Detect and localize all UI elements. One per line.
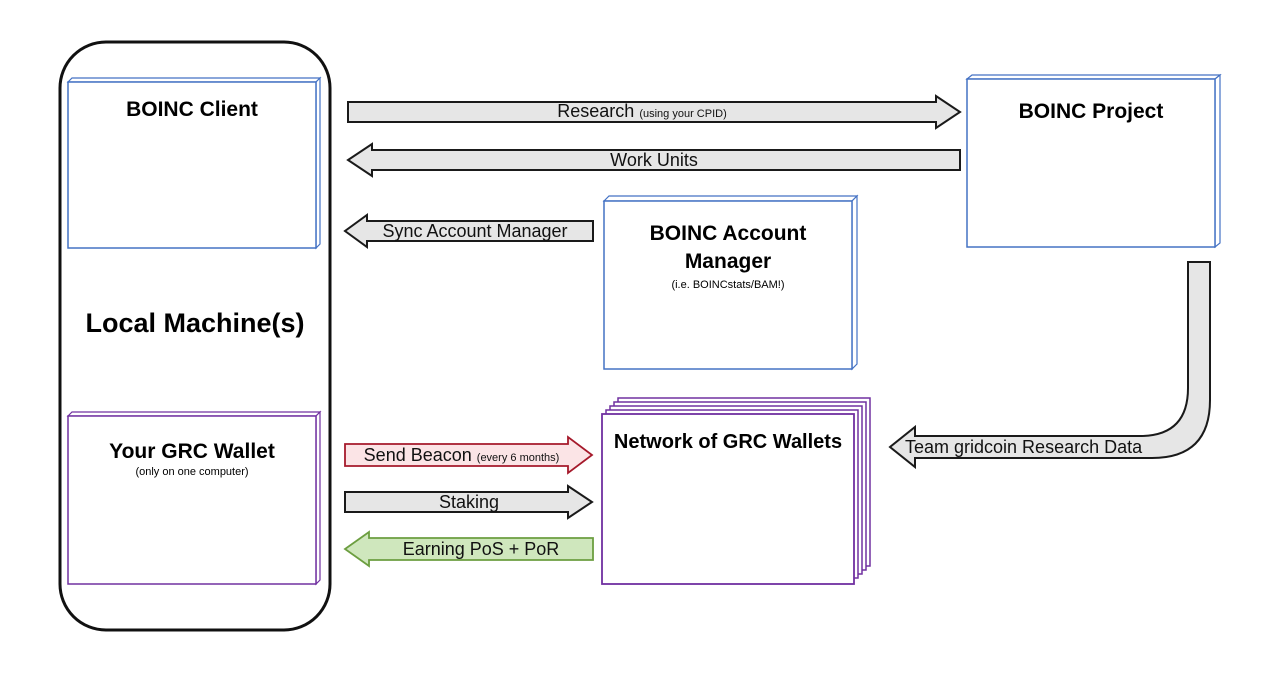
account-manager-subtitle: (i.e. BOINCstats/BAM!) (671, 279, 785, 291)
work-units-arrow (346, 142, 961, 178)
boinc-project-box (965, 73, 1222, 249)
boinc-client-box (66, 76, 322, 250)
account-manager-box (602, 194, 859, 371)
research-arrow (347, 94, 962, 130)
beacon-label-text: Send Beacon (363, 445, 472, 465)
work-units-label: Work Units (610, 150, 698, 170)
staking-label: Staking (438, 492, 500, 512)
grc-wallet-subtitle: (only on one computer) (135, 466, 249, 478)
grc-wallet-label: Your GRC Wallet (only on one computer) (68, 440, 316, 478)
local-machine-container (58, 40, 332, 632)
beacon-label-note: (every 6 months) (476, 452, 560, 464)
sync-arrow (343, 213, 594, 249)
earning-arrow (343, 530, 594, 568)
network-title: Network of GRC Wallets (613, 431, 843, 453)
account-manager-label: BOINC Account Manager (i.e. BOINCstats/B… (604, 220, 852, 292)
research-label-note: (using your CPID) (639, 108, 727, 120)
team-data-label: Team gridcoin Research Data (905, 437, 1143, 457)
network-wallets-stack (601, 397, 871, 585)
team-data-arrow (888, 261, 1211, 470)
sync-label: Sync Account Manager (382, 221, 568, 241)
research-label-text: Research (557, 101, 635, 121)
beacon-arrow (344, 435, 594, 475)
account-manager-title-line2: Manager (684, 250, 772, 273)
boinc-client-title: BOINC Client (126, 98, 258, 121)
staking-arrow (344, 484, 594, 520)
research-label: Research (using your CPID) (348, 101, 936, 124)
earning-label: Earning PoS + PoR (402, 539, 560, 559)
account-manager-title-line1: BOINC Account (649, 222, 807, 245)
boinc-project-title: BOINC Project (1018, 100, 1164, 123)
grc-wallet-title: Your GRC Wallet (109, 440, 275, 463)
beacon-label: Send Beacon (every 6 months) (345, 445, 578, 468)
local-machine-title: Local Machine(s) (85, 308, 305, 338)
grc-wallet-box (66, 410, 322, 586)
